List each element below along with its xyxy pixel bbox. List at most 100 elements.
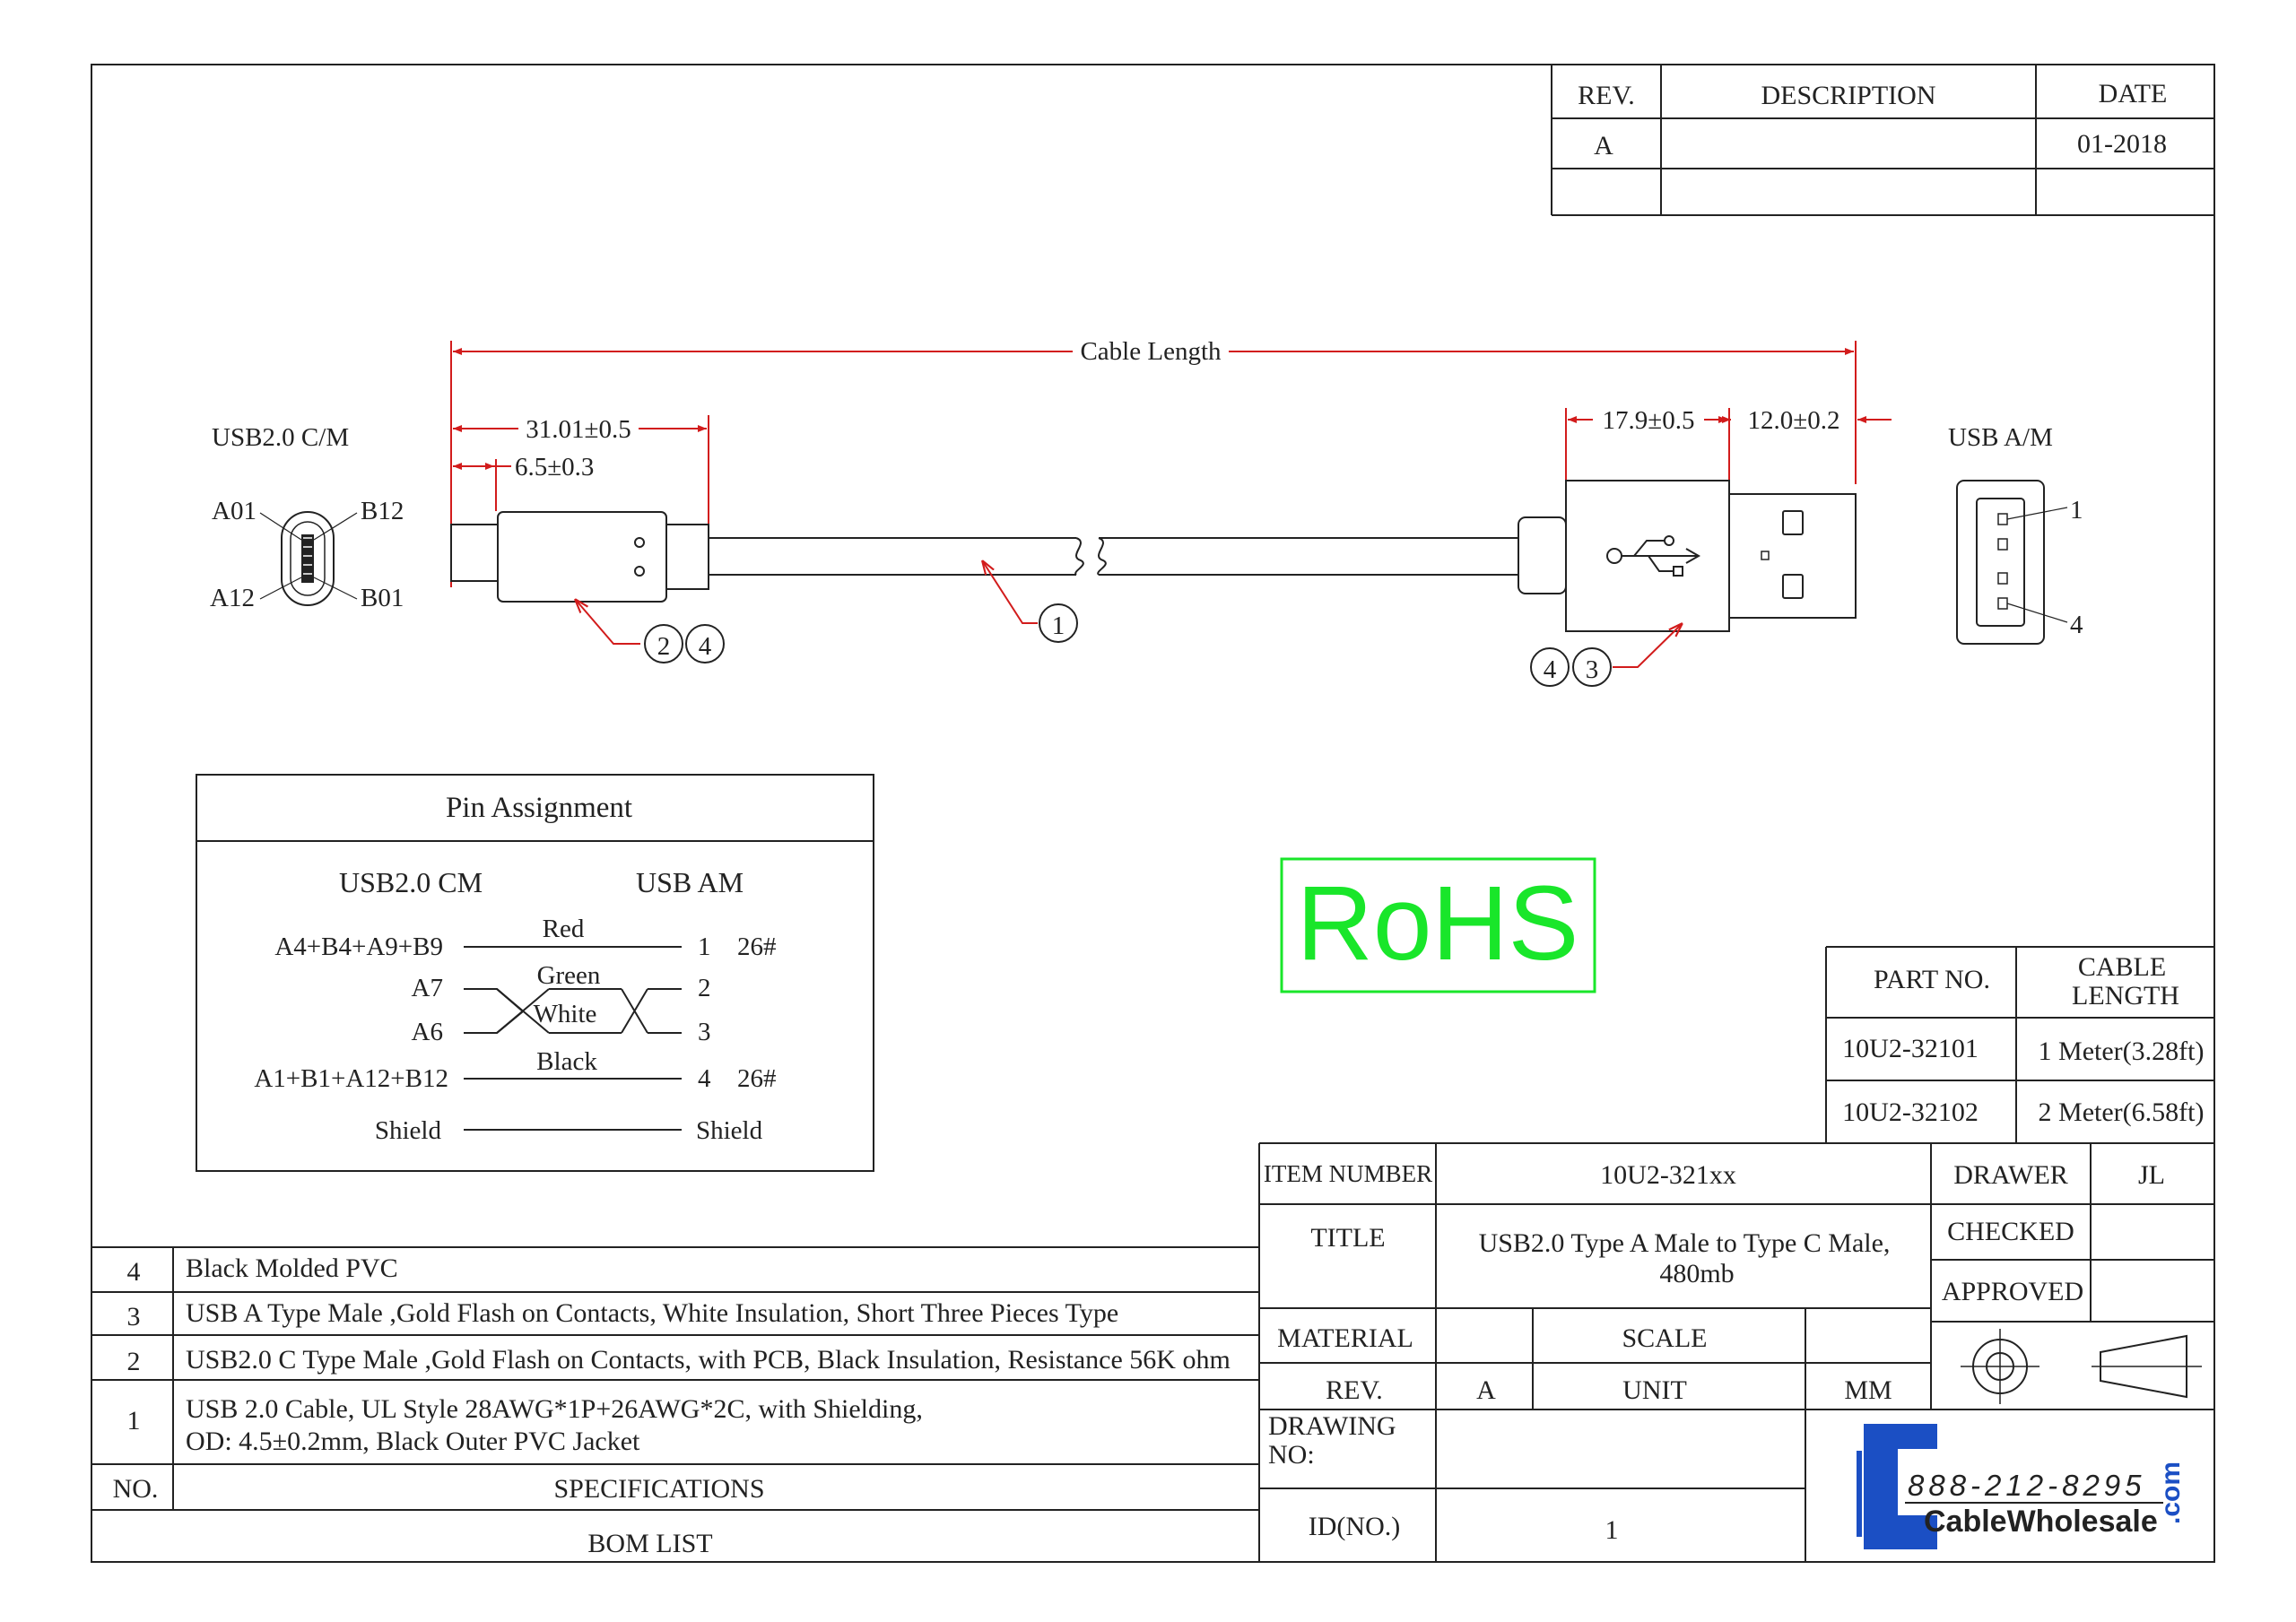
material-label: MATERIAL — [1277, 1323, 1413, 1353]
cablewholesale-logo: 888-212-8295 CableWholesale .com — [1857, 1424, 2186, 1549]
balloons: 2 4 1 4 3 — [575, 560, 1683, 687]
title-label: TITLE — [1310, 1223, 1385, 1253]
cable-body — [709, 537, 1518, 576]
bom-row4-no: 4 — [127, 1257, 141, 1287]
c-connector-front-view: USB2.0 C/M A01 B12 A12 B01 — [210, 423, 404, 612]
unit-label: UNIT — [1622, 1375, 1687, 1405]
bom-row1-no: 1 — [127, 1406, 141, 1436]
pin-row2-wire: Green — [537, 961, 601, 990]
a-connector-side-view — [1518, 480, 1857, 632]
bom-row1-spec-line2: OD: 4.5±0.2mm, Black Outer PVC Jacket — [186, 1427, 640, 1456]
balloon-a-4: 4 — [1544, 655, 1557, 684]
pin-row1-wire: Red — [543, 915, 585, 943]
revision-block: REV. DESCRIPTION DATE A 01-2018 — [1551, 65, 2214, 216]
c-connector-dimensions: 31.01±0.5 6.5±0.3 — [453, 415, 709, 525]
unit-value: MM — [1844, 1375, 1892, 1405]
pin-row2-right: 2 — [698, 974, 711, 1002]
bom-row3-no: 3 — [127, 1302, 141, 1331]
c-connector-side-view — [450, 511, 709, 603]
pin-col-right-header: USB AM — [636, 866, 744, 898]
pin-a01-label: A01 — [212, 497, 257, 525]
item-number-value: 10U2-321xx — [1600, 1160, 1736, 1190]
pin-row1-right: 1 — [698, 932, 711, 961]
c-connector-title: USB2.0 C/M — [212, 423, 349, 452]
bom-row3-spec: USB A Type Male ,Gold Flash on Contacts,… — [186, 1298, 1118, 1328]
pin-a12-label: A12 — [210, 584, 255, 612]
logo-com: .com — [2156, 1462, 2186, 1524]
part-no-header: PART NO. — [1874, 965, 1990, 994]
title-line-1: USB2.0 Type A Male to Type C Male, — [1479, 1228, 1891, 1258]
drawing-no-label-2: NO: — [1268, 1440, 1315, 1470]
c-overmold-dimension: 31.01±0.5 — [526, 415, 631, 444]
rev-block-value: A — [1476, 1375, 1496, 1405]
cable-length-header-2: LENGTH — [2072, 981, 2179, 1010]
rev-header: REV. — [1578, 81, 1635, 110]
id-label: ID(NO.) — [1309, 1512, 1400, 1541]
pin-row4-gauge: 26# — [737, 1064, 777, 1093]
bom-list-label: BOM LIST — [587, 1529, 712, 1558]
cable-length-dimension: Cable Length — [450, 337, 1857, 587]
c-plug-dimension: 6.5±0.3 — [515, 453, 594, 481]
checked-label: CHECKED — [1947, 1217, 2074, 1246]
logo-phone: 888-212-8295 — [1908, 1469, 2146, 1502]
balloon-a-3: 3 — [1586, 655, 1599, 684]
bom-row4-spec: Black Molded PVC — [186, 1253, 398, 1283]
balloon-c-4: 4 — [699, 632, 712, 661]
rev-label: REV. — [1326, 1375, 1383, 1405]
a-connector-front-view: USB A/M 1 4 — [1948, 423, 2083, 645]
a-overmold-dimension: 17.9±0.5 — [1603, 406, 1695, 435]
bom-row1-spec-line1: USB 2.0 Cable, UL Style 28AWG*1P+26AWG*2… — [186, 1394, 923, 1424]
pin-row4-right: 4 — [698, 1064, 711, 1093]
bom-no-header: NO. — [113, 1474, 159, 1504]
item-number-label: ITEM NUMBER — [1264, 1160, 1432, 1187]
pin-b01-label: B01 — [361, 584, 404, 612]
rohs-text: RoHS — [1297, 864, 1579, 983]
a-pin4-label: 4 — [2070, 611, 2083, 639]
title-line-2: 480mb — [1659, 1259, 1734, 1288]
drawer-label: DRAWER — [1953, 1160, 2068, 1190]
logo-brand: CableWholesale — [1924, 1505, 2158, 1539]
part-row1-length: 1 Meter(3.28ft) — [2039, 1037, 2205, 1066]
pin-col-left-header: USB2.0 CM — [339, 866, 483, 898]
part-row1-number: 10U2-32101 — [1842, 1034, 1979, 1063]
drawer-value: JL — [2138, 1160, 2165, 1190]
pin-row4-left: A1+B1+A12+B12 — [254, 1064, 448, 1093]
title-block: ITEM NUMBER 10U2-321xx DRAWER JL TITLE U… — [1258, 1142, 2214, 1562]
pin-assignment-title: Pin Assignment — [446, 792, 632, 824]
a-pin1-label: 1 — [2070, 496, 2083, 525]
pin-row5-left: Shield — [375, 1116, 442, 1145]
pin-assignment-table: Pin Assignment USB2.0 CM USB AM A4+B4+A9… — [196, 774, 874, 1172]
bom-list: 4 Black Molded PVC 3 USB A Type Male ,Go… — [91, 1246, 1259, 1558]
rev-value: A — [1594, 131, 1613, 160]
bom-row2-spec: USB2.0 C Type Male ,Gold Flash on Contac… — [186, 1345, 1231, 1375]
cable-length-header-1: CABLE — [2078, 952, 2166, 982]
rohs-mark: RoHS — [1280, 857, 1596, 993]
a-plug-dimension: 12.0±0.2 — [1748, 406, 1840, 435]
pin-row4-wire: Black — [536, 1047, 597, 1076]
a-connector-dimensions: 17.9±0.5 12.0±0.2 — [1565, 406, 1892, 484]
balloon-cable-1: 1 — [1052, 612, 1065, 640]
pin-row1-left: A4+B4+A9+B9 — [274, 932, 443, 961]
usb-trident-icon — [1606, 535, 1701, 577]
balloon-c-2: 2 — [657, 632, 671, 661]
pin-row5-right: Shield — [696, 1116, 763, 1145]
drawing-no-label-1: DRAWING — [1268, 1411, 1396, 1441]
scale-label: SCALE — [1622, 1323, 1707, 1353]
description-header: DESCRIPTION — [1761, 81, 1935, 110]
a-connector-title: USB A/M — [1948, 423, 2053, 452]
cable-length-label: Cable Length — [1080, 337, 1222, 366]
pin-row2-left: A7 — [412, 974, 443, 1002]
date-header: DATE — [2099, 79, 2168, 108]
bom-row2-no: 2 — [127, 1347, 141, 1376]
part-row2-length: 2 Meter(6.58ft) — [2039, 1097, 2205, 1127]
part-number-table: PART NO. CABLE LENGTH 10U2-32101 1 Meter… — [1825, 946, 2214, 1144]
sheet-border — [91, 64, 2215, 1563]
pin-row1-gauge: 26# — [737, 932, 777, 961]
pin-b12-label: B12 — [361, 497, 404, 525]
part-row2-number: 10U2-32102 — [1842, 1097, 1979, 1127]
date-value: 01-2018 — [2077, 129, 2167, 159]
pin-row3-left: A6 — [412, 1018, 443, 1046]
bom-spec-header: SPECIFICATIONS — [553, 1474, 764, 1504]
pin-row3-right: 3 — [698, 1018, 711, 1046]
